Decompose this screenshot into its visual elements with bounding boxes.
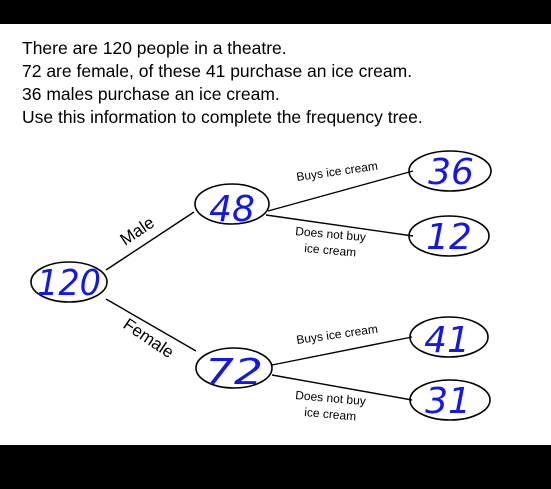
male-notbuy-label-line1: Does not buy [295,224,367,244]
branch-female-buys [271,336,413,366]
female-buys-value: 41 [424,320,470,361]
male-buys-node [408,150,492,192]
question-line-4: Use this information to complete the fre… [22,107,423,127]
root-value: 120 [37,263,101,304]
question-line-1: There are 120 people in a theatre. [22,38,287,58]
male-buys-value: 36 [428,152,474,193]
male-node [194,183,270,225]
female-notbuy-label-line2: ice cream [304,405,357,423]
male-notbuy-label-line2: ice cream [304,241,357,259]
female-notbuy-value: 31 [425,381,471,422]
male-notbuy-node [408,215,490,257]
worksheet-panel: There are 120 people in a theatre. 72 ar… [0,24,551,445]
female-node [195,347,273,389]
male-notbuy-value: 12 [426,217,472,258]
female-notbuy-node [409,379,491,421]
female-value: 72 [205,352,263,393]
root-node [30,261,108,303]
male-buys-label: Buys ice cream [295,159,378,184]
branch-root-female [105,298,197,352]
female-buys-node [409,316,489,358]
question-line-2: 72 are female, of these 41 purchase an i… [22,61,413,81]
male-branch-label: Male [117,213,158,249]
female-notbuy-label-line1: Does not buy [295,388,367,408]
question-text: There are 120 people in a theatre. 72 ar… [22,37,423,129]
branch-root-male [105,211,195,271]
female-buys-label: Buys ice cream [295,322,378,347]
female-branch-label: Female [120,315,178,362]
branch-female-notbuy [271,374,413,401]
branch-male-notbuy [265,214,414,237]
frequency-tree: Male Female Buys ice cream Does not buy … [30,150,492,424]
branch-male-buys [267,170,414,212]
male-value: 48 [209,189,255,230]
question-line-3: 36 males purchase an ice cream. [22,84,280,104]
